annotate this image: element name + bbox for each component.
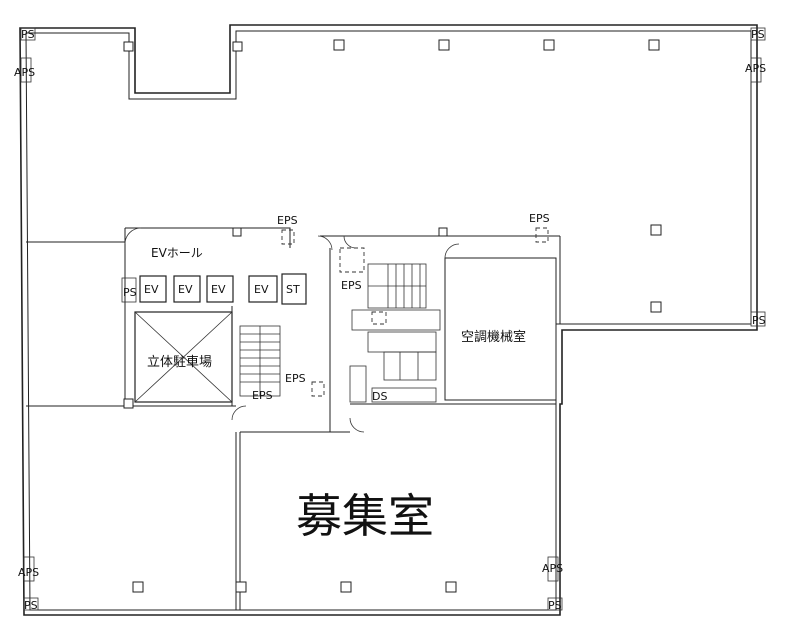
ps-label-top-right: PS — [751, 28, 765, 41]
eps-label-top-right: EPS — [529, 212, 550, 225]
interior-walls — [26, 227, 561, 610]
ps-label-top-left: PS — [21, 28, 35, 41]
ps-label-core: PS — [123, 286, 137, 299]
door-swings — [124, 227, 549, 433]
eps-label-stair: EPS — [341, 279, 362, 292]
vacancy-label: 募集室 — [296, 489, 434, 543]
aps-label-top-left: APS — [14, 66, 35, 79]
stairs-right — [367, 263, 427, 309]
restrooms — [349, 309, 441, 403]
ev-label-4: EV — [254, 283, 269, 296]
ds-label: DS — [372, 390, 387, 403]
ev-label-1: EV — [144, 283, 159, 296]
eps-label-top-left: EPS — [277, 214, 298, 227]
aps-label-bottom-left: APS — [18, 566, 39, 579]
ev-label-3: EV — [211, 283, 226, 296]
ps-label-right: PS — [752, 314, 766, 327]
ps-label-bottom-right: PS — [548, 599, 562, 612]
ps-label-bottom-left: PS — [24, 599, 38, 612]
eps-label-middle: EPS — [285, 372, 306, 385]
aps-label-top-right: APS — [745, 62, 766, 75]
st-label: ST — [286, 283, 300, 296]
corner-shafts — [20, 27, 766, 611]
elevators — [139, 273, 307, 305]
parking-label: 立体駐車場 — [147, 355, 212, 370]
stairs-left — [239, 325, 281, 397]
parking-lift — [134, 311, 233, 403]
columns — [123, 39, 662, 593]
ev-hall-label: EVホール — [151, 246, 203, 260]
eps-label-lower: EPS — [252, 389, 273, 402]
aps-label-bottom-right: APS — [542, 562, 563, 575]
ac-room-label: 空調機械室 — [461, 329, 526, 345]
labels: EVホール EV EV EV EV ST 立体駐車場 空調機械室 募集室 EPS… — [14, 28, 766, 612]
ev-label-2: EV — [178, 283, 193, 296]
